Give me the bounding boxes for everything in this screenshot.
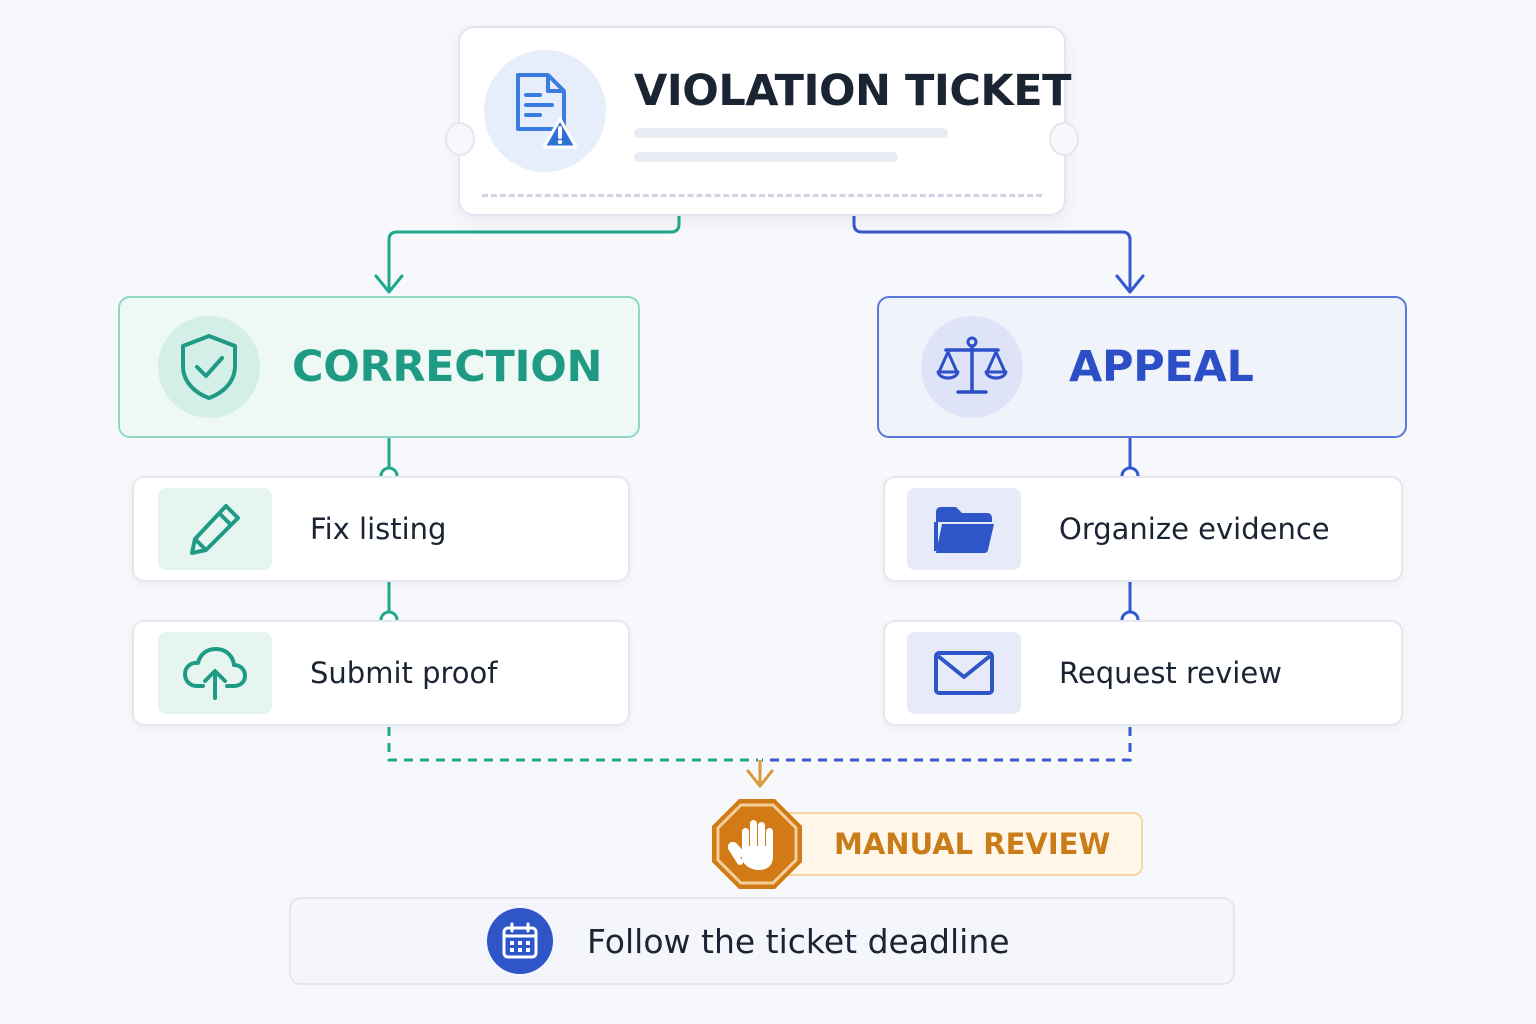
connector-correction-to-review — [387, 727, 758, 762]
calendar-icon-badge — [487, 908, 553, 974]
ticket-notch-left — [445, 122, 475, 156]
ticket-title: VIOLATION TICKET — [634, 66, 1071, 116]
submit-proof-icon-box — [158, 632, 272, 714]
fix-listing-label: Fix listing — [310, 512, 447, 546]
deadline-label: Follow the ticket deadline — [587, 921, 1010, 961]
cloud-upload-icon — [183, 647, 247, 700]
ticket-icon-badge — [484, 50, 606, 172]
envelope-icon — [934, 651, 994, 695]
organize-evidence-label: Organize evidence — [1059, 512, 1330, 546]
appeal-icon-badge — [921, 316, 1023, 418]
organize-evidence-icon-box — [907, 488, 1021, 570]
request-review-label: Request review — [1059, 656, 1282, 690]
arrowhead-review — [746, 769, 774, 788]
folder-icon — [934, 507, 994, 553]
stop-hand-icon — [712, 799, 802, 889]
correction-icon-badge — [158, 316, 260, 418]
step-submit-proof[interactable]: Submit proof — [132, 620, 630, 726]
shield-check-icon — [181, 334, 237, 400]
step-fix-listing[interactable]: Fix listing — [132, 476, 630, 582]
connector-ticket-to-correction — [387, 207, 681, 290]
ticket-placeholder-line-2 — [634, 152, 898, 162]
appeal-title: APPEAL — [1069, 342, 1254, 392]
step-request-review[interactable]: Request review — [883, 620, 1403, 726]
scales-icon — [936, 336, 1008, 394]
connector-ticket-to-appeal — [852, 207, 1132, 290]
calendar-icon — [502, 922, 538, 959]
violation-ticket-card: VIOLATION TICKET — [445, 26, 1079, 216]
correction-title: CORRECTION — [292, 342, 603, 392]
ticket-placeholder-line-1 — [634, 128, 948, 138]
fix-listing-icon-box — [158, 488, 272, 570]
arrowhead-appeal — [1115, 274, 1145, 294]
manual-review-label: MANUAL REVIEW — [834, 827, 1111, 861]
ticket-perforation — [482, 194, 1042, 197]
pencil-icon — [190, 504, 240, 555]
ticket-notch-right — [1049, 122, 1079, 156]
document-warning-icon — [516, 73, 578, 149]
arrowhead-correction — [374, 274, 404, 294]
request-review-icon-box — [907, 632, 1021, 714]
appeal-branch-header[interactable]: APPEAL — [877, 296, 1407, 438]
step-organize-evidence[interactable]: Organize evidence — [883, 476, 1403, 582]
connector-appeal-to-review — [762, 727, 1132, 762]
correction-branch-header[interactable]: CORRECTION — [118, 296, 640, 438]
manual-review-banner[interactable]: MANUAL REVIEW — [760, 812, 1143, 876]
deadline-banner[interactable]: Follow the ticket deadline — [289, 897, 1235, 985]
submit-proof-label: Submit proof — [310, 656, 498, 690]
